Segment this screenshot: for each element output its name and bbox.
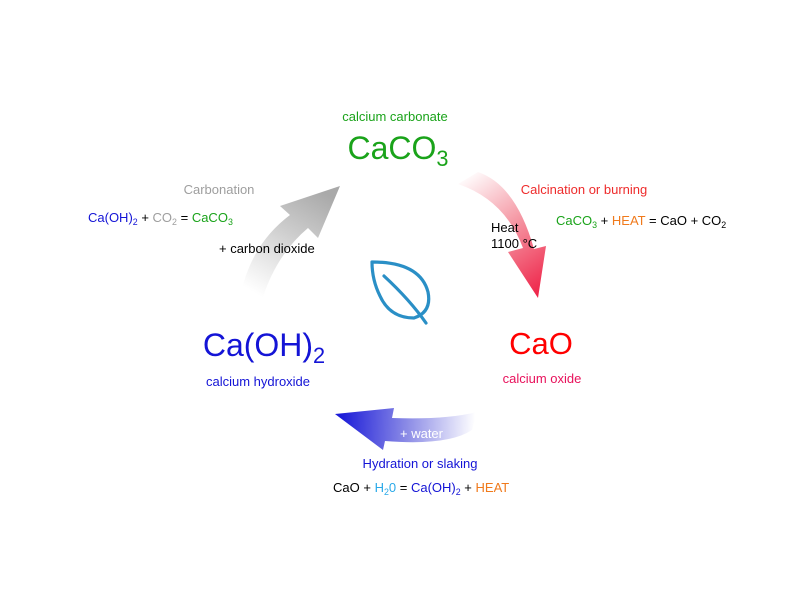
carbonation-r2: CO2 [152, 210, 177, 227]
hydration-note-text: + water [400, 426, 443, 441]
hydration-note: + water [400, 426, 443, 441]
hydration-equals: = [399, 480, 408, 495]
calcination-equals: = [649, 213, 657, 228]
carbonation-note-text: + carbon dioxide [219, 241, 315, 256]
carbonation-equals: = [180, 210, 189, 225]
oxide-formula-main: CaO [509, 326, 573, 361]
calcination-p2: CO2 [701, 213, 727, 230]
calcination-note-line1: Heat [491, 220, 519, 235]
hydration-title: Hydration or slaking [363, 456, 478, 471]
calcination-note: Heat 1100 °C [491, 220, 537, 252]
carbonation-arrow [240, 186, 340, 300]
hydration-p1: Ca(OH)2 [410, 480, 461, 497]
hydroxide-formula-main: Ca(OH) [202, 327, 314, 363]
hydroxide-formula: Ca(OH)2 [202, 327, 325, 366]
calcination-title-text: Calcination or burning [520, 182, 648, 197]
carbonate-name-text: calcium carbonate [342, 109, 448, 124]
hydration-r2: H20 [374, 480, 397, 497]
carbonation-equation: Ca(OH)2 + CO2 = CaCO3 [88, 210, 233, 227]
calcination-title: Calcination or burning [521, 182, 647, 197]
calcination-plus2: + [690, 213, 699, 228]
hydration-title-text: Hydration or slaking [362, 456, 478, 471]
oxide-name-text: calcium oxide [502, 371, 582, 386]
calcination-arrow [458, 172, 546, 298]
carbonate-formula-main: CaCO [347, 130, 437, 166]
hydration-arrow [335, 408, 477, 450]
hydroxide-name-text: calcium hydroxide [205, 374, 311, 389]
carbonate-name: calcium carbonate [342, 109, 448, 124]
leaf-icon [370, 260, 431, 325]
hydroxide-formula-sub: 2 [313, 342, 326, 368]
carbonation-r1: Ca(OH)2 [88, 210, 138, 227]
hydration-equation: CaO + H20 = Ca(OH)2 + HEAT [333, 480, 510, 497]
calcination-heat: HEAT [611, 213, 646, 228]
oxide-name: calcium oxide [503, 371, 582, 386]
calcination-p1: CaO [660, 213, 687, 228]
carbonate-formula-sub: 3 [436, 145, 449, 171]
carbonation-title-text: Carbonation [183, 182, 255, 197]
hydration-plus2: + [464, 480, 472, 495]
carbonate-formula: CaCO3 [347, 130, 448, 169]
calcination-r1: CaCO3 [556, 213, 598, 230]
carbonation-plus: + [141, 210, 149, 225]
hydration-r1: CaO [333, 480, 360, 495]
calcination-equation: CaCO3 + HEAT = CaO + CO2 [556, 213, 727, 230]
carbonation-p1: CaCO3 [191, 210, 233, 227]
calcination-plus1: + [600, 213, 609, 228]
oxide-formula: CaO [509, 328, 573, 359]
calcination-note-line2: 1100 °C [491, 236, 538, 251]
carbonation-note: + carbon dioxide [219, 241, 315, 256]
carbonation-title: Carbonation [184, 182, 255, 197]
hydroxide-name: calcium hydroxide [206, 374, 310, 389]
hydration-heat: HEAT [475, 480, 510, 495]
hydration-plus1: + [363, 480, 371, 495]
